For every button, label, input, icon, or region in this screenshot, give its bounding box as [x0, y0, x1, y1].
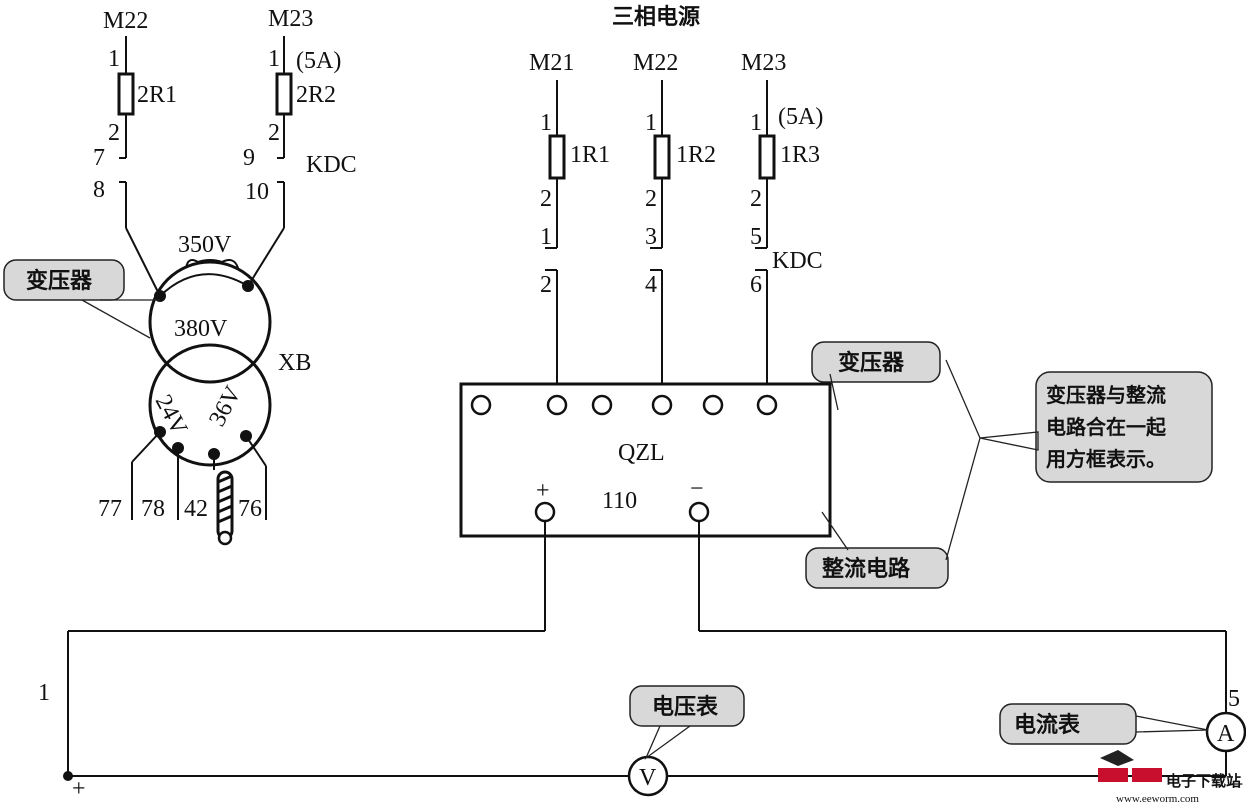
left-fuse-b-phase: M23 [268, 6, 313, 32]
switch-terminal-4: 4 [645, 272, 657, 298]
fuse-1r2-pin-top: 1 [645, 110, 657, 136]
note-line-2: 电路合在一起 [1046, 415, 1167, 439]
fuse-1r3-pin-bottom: 2 [750, 186, 762, 212]
fuse-2r2-label: 2R2 [296, 82, 336, 108]
fuse-2r1-label: 2R1 [137, 82, 177, 108]
fuse-1r2-pin-bottom: 2 [645, 186, 657, 212]
terminal-42: 42 [184, 496, 208, 522]
callout-transformer-right: 变压器 [811, 341, 941, 411]
callout-rectifier-text: 整流电路 [822, 556, 911, 582]
fuse-1r1-pin-top: 1 [540, 110, 552, 136]
right-wire-label: 5 [1228, 686, 1240, 712]
phase-m22: M22 [633, 50, 678, 76]
watermark-brand: 电子下载站 [1166, 772, 1241, 790]
fuse-2r1 [117, 72, 135, 116]
fuse-1r1 [548, 134, 566, 180]
switch-terminal-5: 5 [750, 224, 762, 250]
transformer-xb: 350V 380V XB 24V 36V 77 78 42 76 [98, 232, 311, 546]
fuse-1r3-label: 1R3 [780, 142, 820, 168]
fuse-column-1: 1 1R1 2 1 2 [540, 80, 610, 392]
primary-tap-voltage: 350V [178, 232, 232, 258]
fuse-2r2-pin-top: 1 [268, 46, 280, 72]
diagram-title: 三相电源 [612, 5, 700, 30]
phase-m21: M21 [529, 50, 574, 76]
callout-transformer-left-text: 变压器 [26, 268, 93, 294]
terminal-78: 78 [141, 496, 165, 522]
fuse-2r2 [275, 72, 293, 116]
switch-terminal-6: 6 [750, 272, 762, 298]
voltmeter: V [627, 755, 669, 797]
watermark-url: www.eeworm.com [1116, 793, 1199, 805]
primary-voltage: 380V [174, 316, 228, 342]
callout-ammeter: 电流表 [999, 703, 1209, 745]
fuse-2r2-rating: (5A) [296, 48, 341, 74]
secondary-voltage-36v: 36V [204, 382, 247, 431]
left-switch-label: KDC [306, 152, 357, 178]
fuse-column-2: 1 1R2 2 3 4 [645, 80, 716, 392]
rectifier-name: QZL [618, 440, 665, 466]
terminal-8: 8 [93, 177, 105, 203]
ammeter-symbol: A [1217, 721, 1235, 747]
left-wire-label: 1 [38, 680, 50, 706]
callout-transformer-left: 变压器 [3, 259, 160, 339]
ammeter: A [1205, 711, 1246, 753]
rectifier-box-qzl: QZL + 110 − [459, 382, 832, 538]
terminal-76: 76 [238, 496, 262, 522]
fuse-2r1-pin-top: 1 [108, 46, 120, 72]
inductor-coil [216, 470, 234, 546]
right-fuse-group: M21 M22 M23 (5A) KDC 1 1R1 2 1 2 1 [529, 50, 823, 392]
transformer-secondary-coil [148, 343, 272, 467]
callout-voltmeter: 电压表 [629, 685, 745, 760]
terminal-77: 77 [98, 496, 122, 522]
left-fuse-a-phase: M22 [103, 8, 148, 34]
fuse-1r3 [758, 134, 776, 180]
watermark-logo-icon [1100, 750, 1134, 766]
callout-note: 变压器与整流 电路合在一起 用方框表示。 [945, 359, 1213, 561]
left-wire-sign: + [72, 776, 86, 802]
fuse-1r3-rating: (5A) [778, 104, 823, 130]
fuse-1r1-pin-bottom: 2 [540, 186, 552, 212]
note-line-1: 变压器与整流 [1046, 383, 1166, 407]
callout-voltmeter-text: 电压表 [652, 695, 719, 720]
rectifier-voltage: 110 [602, 488, 637, 514]
terminal-9: 9 [243, 145, 255, 171]
fuse-1r2 [653, 134, 671, 180]
terminal-10: 10 [245, 179, 269, 205]
phase-m23: M23 [741, 50, 786, 76]
note-line-3: 用方框表示。 [1046, 447, 1166, 471]
watermark: 电子下载站 www.eeworm.com [1098, 750, 1241, 805]
right-switch-label: KDC [772, 248, 823, 274]
fuse-1r2-label: 1R2 [676, 142, 716, 168]
left-fuse-group: M22 M23 1 2R1 2 7 8 1 (5A) 2R2 2 9 KDC 1… [93, 6, 357, 297]
switch-terminal-1: 1 [540, 224, 552, 250]
fuse-column-3: 1 1R3 2 5 6 [750, 80, 820, 392]
fuse-1r3-pin-top: 1 [750, 110, 762, 136]
fuse-1r1-label: 1R1 [570, 142, 610, 168]
output-circuit: 1 + 5 − V A [38, 521, 1246, 802]
terminal-7: 7 [93, 145, 105, 171]
transformer-primary-coil [148, 260, 272, 384]
fuse-2r1-pin-bottom: 2 [108, 120, 120, 146]
callout-rectifier: 整流电路 [805, 511, 949, 589]
rectifier-minus: − [690, 476, 704, 502]
voltmeter-symbol: V [639, 765, 657, 791]
switch-terminal-2: 2 [540, 272, 552, 298]
callout-transformer-right-text: 变压器 [838, 350, 905, 376]
transformer-name: XB [278, 350, 311, 376]
rectifier-plus: + [536, 478, 550, 504]
right-wire-sign: − [1230, 772, 1244, 798]
fuse-2r2-pin-bottom: 2 [268, 120, 280, 146]
switch-terminal-3: 3 [645, 224, 657, 250]
callout-ammeter-text: 电流表 [1014, 712, 1081, 738]
